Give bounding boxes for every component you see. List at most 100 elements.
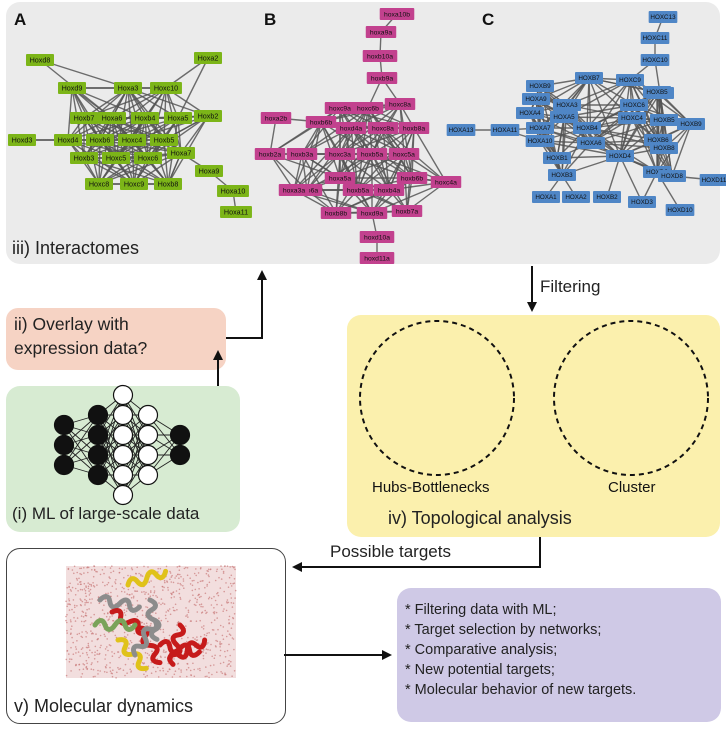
network-node: Hoxb8: [154, 178, 182, 190]
node-label: Hoxd4: [58, 136, 79, 145]
network-node: Hoxb5: [150, 134, 178, 146]
node-label: hoxc9a: [329, 105, 351, 112]
network-node: hoxc8a: [367, 122, 399, 134]
node-label: hoxb6b: [401, 175, 424, 182]
network-node: Hoxa5: [164, 112, 192, 124]
network-node: hoxc6b: [352, 102, 384, 114]
node-label: HOXA13: [449, 127, 474, 134]
network-node: HOXA6: [577, 137, 605, 149]
node-box: [396, 172, 428, 184]
node-box: [430, 176, 462, 188]
node-label: hoxc6b: [357, 105, 379, 112]
overlay-title-line2: expression data?: [14, 338, 148, 358]
node-box: [320, 207, 352, 219]
node-box: [324, 148, 356, 160]
node-label: Hoxb4: [135, 114, 156, 123]
network-edge: [671, 123, 692, 177]
node-box: [131, 112, 159, 124]
network-node: HOXA3: [553, 99, 581, 111]
network-node: HOXA13: [446, 124, 476, 136]
network-node: Hoxa11: [220, 206, 252, 218]
topology-title: iv) Topological analysis: [388, 508, 572, 528]
node-label: Hoxa11: [224, 208, 248, 217]
node-box: [120, 178, 148, 190]
node-box: [650, 142, 678, 154]
node-label: hoxc8a: [372, 125, 394, 132]
network-node: hoxb10a: [362, 50, 398, 62]
node-label: HOXC11: [643, 35, 668, 42]
network-node: Hoxb6: [86, 134, 114, 146]
node-label: hoxb10a: [367, 53, 393, 60]
network-edge: [98, 139, 165, 185]
node-box: [167, 147, 195, 159]
node-label: HOXB5: [653, 117, 675, 124]
node-box: [335, 122, 367, 134]
node-label: Hoxb6: [90, 136, 111, 145]
network-node: hoxb2a: [254, 148, 286, 160]
network-node: Hoxb2: [194, 110, 222, 122]
network-node: hoxd11a: [359, 252, 395, 264]
node-label: HOXD9: [646, 169, 668, 176]
network-node: hoxb7a: [391, 205, 423, 217]
topology-box: [347, 315, 720, 537]
node-box: [356, 148, 388, 160]
overlay-box: [6, 308, 226, 370]
node-label: hoxb7a: [396, 208, 419, 215]
node-box: [194, 52, 222, 64]
summary-item: * New potential targets;: [405, 662, 555, 678]
network-edge: [83, 117, 149, 159]
network-node: Hoxd4: [54, 134, 82, 146]
network-node: HOXA10: [525, 135, 555, 147]
network-node: HOXC9: [616, 74, 644, 86]
node-box: [490, 124, 520, 136]
node-label: Hoxc4: [122, 136, 142, 145]
network-node: Hoxa10: [217, 185, 249, 197]
summary-item: * Filtering data with ML;: [405, 602, 557, 618]
network-node: hoxc3a: [324, 148, 356, 160]
network-node: HOXB7: [575, 72, 603, 84]
network-node: hoxb6b: [305, 116, 337, 128]
node-box: [640, 54, 670, 66]
node-label: hoxd10a: [364, 234, 390, 241]
node-box: [102, 152, 130, 164]
node-box: [384, 98, 416, 110]
node-box: [58, 82, 86, 94]
node-box: [342, 184, 374, 196]
node-label: Hoxb8: [158, 180, 179, 189]
node-label: HOXC9: [619, 77, 641, 84]
network-node: HOXA4: [516, 107, 544, 119]
node-box: [620, 99, 648, 111]
node-box: [366, 72, 398, 84]
node-box: [365, 26, 397, 38]
network-node: HOXA7: [526, 122, 554, 134]
node-box: [254, 148, 286, 160]
network-node: HOXD4: [606, 150, 634, 162]
node-box: [648, 11, 678, 23]
node-label: Hoxa10: [221, 187, 246, 196]
node-label: hoxd4a: [340, 125, 363, 132]
node-box: [391, 205, 423, 217]
node-label: HOXC13: [650, 14, 676, 21]
network-node: Hoxc8: [85, 178, 113, 190]
node-label: Hoxa6: [102, 114, 123, 123]
network-node: Hoxd9: [58, 82, 86, 94]
network-edge: [180, 115, 209, 154]
network-node: hoxa10b: [379, 8, 415, 20]
network-edge: [561, 127, 588, 176]
node-label: hoxc8a: [389, 101, 411, 108]
network-node: hoxb8b: [320, 207, 352, 219]
node-box: [516, 107, 544, 119]
node-box: [86, 134, 114, 146]
network-node: Hoxb3: [70, 152, 98, 164]
node-label: hoxc3a: [329, 151, 351, 158]
node-label: hoxb8a: [403, 125, 426, 132]
node-box: [522, 93, 550, 105]
node-box: [278, 184, 310, 196]
network-node: HOXB2: [593, 191, 621, 203]
network-node: Hoxc6: [134, 152, 162, 164]
network-node: hoxd4a: [335, 122, 367, 134]
node-box: [352, 102, 384, 114]
network-edge: [588, 77, 633, 119]
